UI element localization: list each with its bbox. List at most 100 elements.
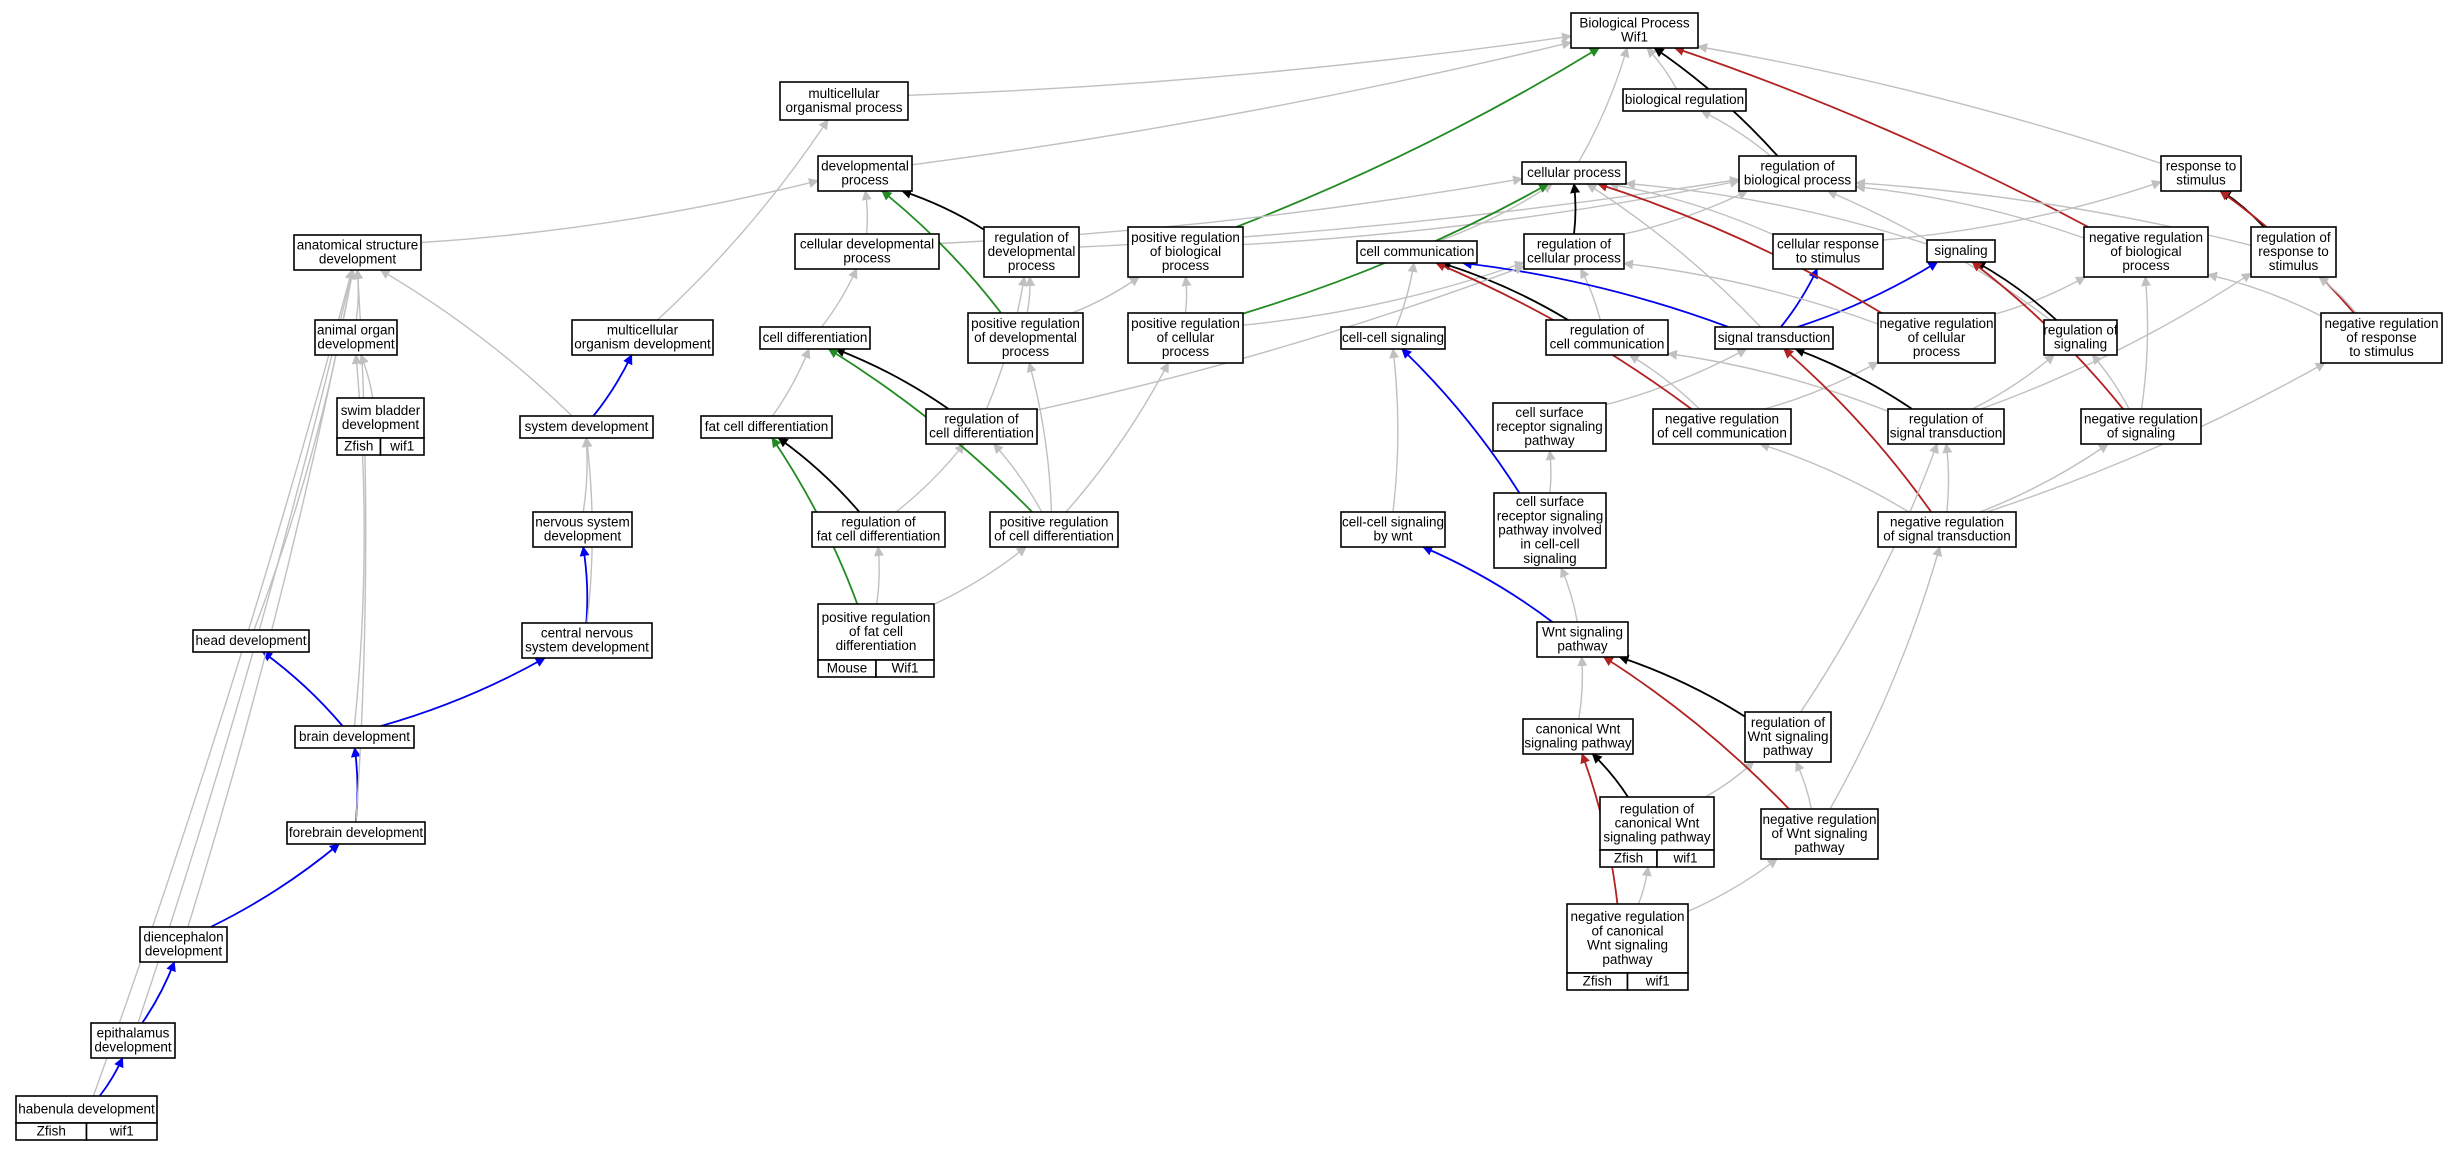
node-label-line: cell communication	[1360, 244, 1475, 259]
node-label-line: process	[1162, 258, 1210, 273]
go-term-node[interactable]: head development	[192, 629, 310, 653]
node-label-line: process	[1002, 344, 1050, 359]
edge-is-a	[656, 119, 829, 321]
edge-is-a	[1586, 183, 1762, 328]
edge-regulates	[1618, 655, 1746, 718]
go-term-node[interactable]: fat cell differentiation	[700, 415, 833, 439]
node-label-line: of signal transduction	[1883, 529, 2011, 544]
node-label-line: Biological Process	[1579, 15, 1690, 30]
edge-is-a	[993, 443, 1043, 513]
edge-is-a	[1625, 179, 1928, 245]
go-term-node[interactable]: cell communication	[1356, 240, 1478, 264]
edge-regulates	[901, 189, 985, 231]
go-term-node[interactable]: system development	[519, 415, 654, 439]
node-label-line: of cellular	[1908, 330, 1966, 345]
edge-part-of	[380, 657, 546, 727]
edge-part-of	[579, 546, 590, 624]
node-box	[532, 511, 633, 548]
node-box	[2043, 319, 2118, 356]
node-label-line: regulation of	[1760, 158, 1835, 173]
node-label-line: differentiation	[836, 638, 917, 653]
node-label-line: system development	[525, 640, 649, 655]
edge-is-a	[2140, 276, 2152, 410]
node-label-line: organismal process	[785, 100, 902, 115]
node-label-line: positive regulation	[822, 610, 931, 625]
node-label-line: swim bladder	[341, 403, 421, 418]
go-term-node[interactable]: brain development	[294, 725, 415, 749]
go-term-node[interactable]: cellular process	[1521, 161, 1627, 185]
go-term-node[interactable]: cell differentiation	[759, 326, 871, 350]
node-label-line: regulation of	[994, 230, 1069, 245]
edge-is-a	[1759, 441, 1910, 513]
node-label-line: fat cell differentiation	[705, 419, 829, 434]
node-box	[15, 1095, 158, 1124]
node-label-line: process	[1913, 344, 1961, 359]
edge-is-a	[1623, 259, 1879, 325]
node-label-line: development	[319, 252, 397, 267]
edge-regulates	[1794, 347, 1913, 410]
node-label-line: negative regulation	[2324, 316, 2438, 331]
edge-is-a	[187, 269, 357, 928]
node-box	[1127, 312, 1244, 364]
edge-positively-regulates	[881, 190, 1002, 314]
go-term-node[interactable]: signaling	[1926, 239, 1996, 263]
node-label-line: pathway	[1602, 952, 1653, 967]
edge-is-a	[1628, 354, 1700, 410]
go-term-node[interactable]: biological regulation	[1622, 88, 1747, 112]
node-label-line: negative regulation	[1665, 411, 1779, 426]
node-label-line: negative regulation	[1890, 514, 2004, 529]
go-term-node[interactable]: signal transduction	[1714, 326, 1834, 350]
node-label-line: pathway involved	[1498, 522, 1602, 537]
edge-is-a	[1942, 443, 1953, 513]
go-term-node[interactable]: cell-cell signaling	[1340, 326, 1446, 350]
go-term-node[interactable]: forebrain development	[286, 821, 426, 845]
node-box	[1652, 408, 1792, 445]
edge-part-of	[1461, 259, 1729, 328]
